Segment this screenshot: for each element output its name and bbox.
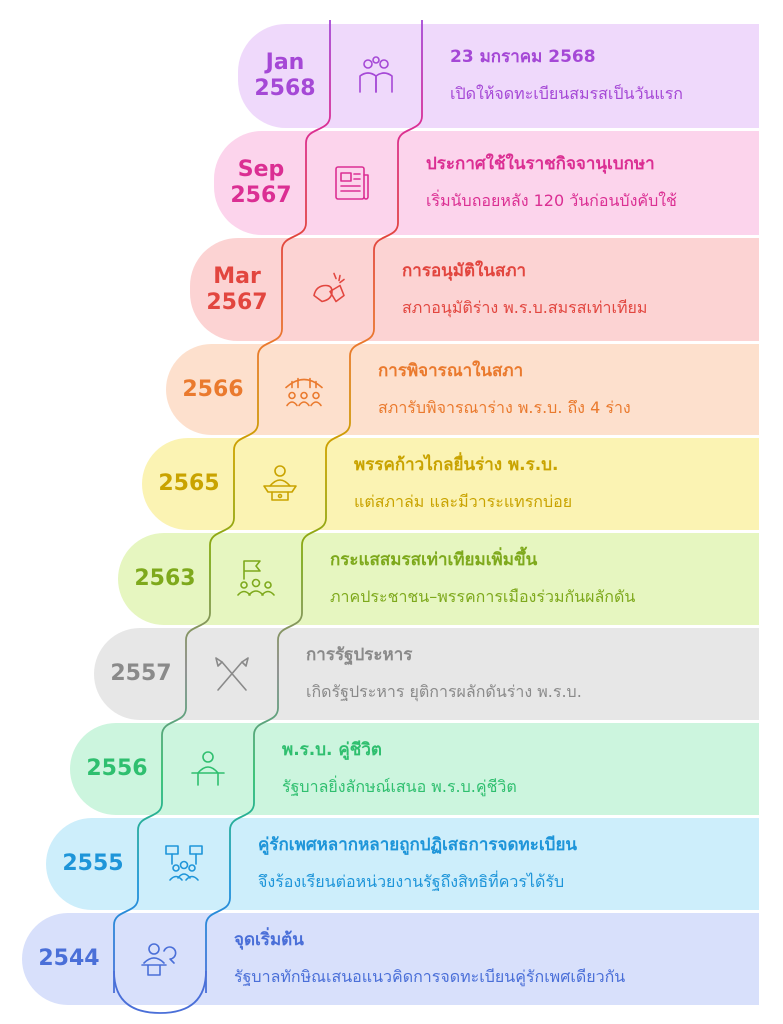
milestone-description: เริ่มนับถอยหลัง 120 วันก่อนบังคับใช้ <box>426 191 677 210</box>
milestone-description: รัฐบาลทักษิณเสนอแนวคิดการจดทะเบียนคู่รัก… <box>234 967 626 986</box>
milestone-year: Mar 2567 <box>206 263 268 315</box>
milestone-year: 2566 <box>182 376 244 402</box>
timeline-band <box>22 913 759 1005</box>
milestone-description: สภารับพิจารณาร่าง พ.ร.บ. ถึง 4 ร่าง <box>378 397 631 417</box>
milestone-year: Jan 2568 <box>254 50 316 101</box>
milestone-year: Sep 2567 <box>230 157 292 208</box>
milestone-title: 23 มกราคม 2568 <box>450 47 596 67</box>
timeline-band <box>238 24 759 128</box>
milestone-description: จึงร้องเรียนต่อหน่วยงานรัฐถึงสิทธิที่ควร… <box>258 872 565 891</box>
milestone-title: กระแสสมรสเท่าเทียมเพิ่มขึ้น <box>330 550 538 570</box>
crossed-flags-icon <box>215 657 249 691</box>
timeline-band <box>118 533 759 625</box>
milestone-title: การรัฐประหาร <box>306 645 413 665</box>
milestone-title: การพิจารณาในสภา <box>378 360 524 381</box>
timeline-band <box>190 238 759 341</box>
newspaper-icon <box>335 166 369 200</box>
timeline-band <box>70 723 759 815</box>
milestone-description: ภาคประชาชน–พรรคการเมืองร่วมกันผลักดัน <box>330 587 636 606</box>
milestone-description: แต่สภาล่ม และมีวาระแทรกบ่อย <box>354 492 573 511</box>
milestone-year: 2544 <box>38 946 100 971</box>
milestone-title: จุดเริ่มต้น <box>234 930 304 950</box>
milestone-title: พ.ร.บ. คู่ชีวิต <box>282 740 382 760</box>
timeline-band <box>46 818 759 910</box>
ribbon-edge <box>113 20 331 993</box>
milestone-description: เกิดรัฐประหาร ยุติการผลักดันร่าง พ.ร.บ. <box>306 682 582 701</box>
milestone-title: คู่รักเพศหลากหลายถูกปฏิเสธการจดทะเบียน <box>258 835 578 855</box>
milestone-year: 2557 <box>110 661 172 686</box>
ribbon-cap <box>113 970 207 1014</box>
timeline-band <box>142 438 759 530</box>
ribbon-edge <box>205 20 423 993</box>
milestone-year: 2556 <box>86 756 148 781</box>
milestone-description: เปิดให้จดทะเบียนสมรสเป็นวันแรก <box>450 84 683 103</box>
celebration-hand-icon <box>313 272 345 303</box>
milestone-title: ประกาศใช้ในราชกิจจานุเบกษา <box>426 154 655 174</box>
speaker-at-podium-icon <box>263 465 297 501</box>
parliament-icon <box>285 377 323 407</box>
presenter-icon <box>141 943 177 976</box>
milestone-description: รัฐบาลยิ่งลักษณ์เสนอ พ.ร.บ.คู่ชีวิต <box>282 777 517 796</box>
milestone-title: การอนุมัติในสภา <box>402 260 527 281</box>
milestone-year: 2565 <box>158 471 220 496</box>
timeline-band <box>166 344 759 435</box>
milestone-year: 2563 <box>134 566 196 591</box>
milestone-year: 2555 <box>62 851 124 876</box>
person-at-podium-icon <box>191 751 225 786</box>
people-with-flag-icon <box>237 560 275 596</box>
milestone-description: สภาอนุมัติร่าง พ.ร.บ.สมรสเท่าเทียม <box>402 297 648 317</box>
protest-crowd-icon <box>165 845 203 881</box>
timeline-band <box>94 628 759 720</box>
milestone-title: พรรคก้าวไกลยื่นร่าง พ.ร.บ. <box>354 455 559 475</box>
timeline-band <box>214 131 759 235</box>
couple-with-flower-icon <box>359 56 393 93</box>
